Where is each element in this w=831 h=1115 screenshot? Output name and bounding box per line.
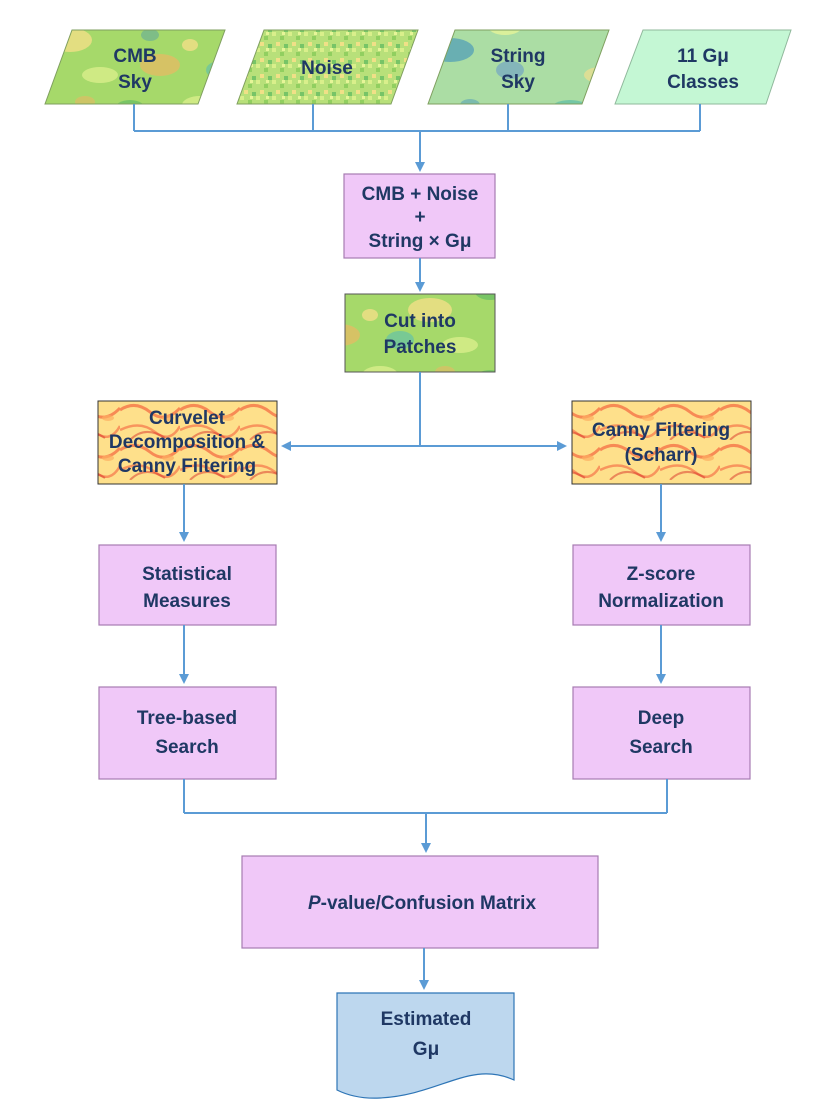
noise-shape <box>236 29 419 105</box>
pvalue-label: P-value/Confusion Matrix <box>308 893 536 914</box>
curvelet-line2: Decomposition & <box>109 432 266 453</box>
string-sky-line1: String <box>491 46 546 67</box>
process-pvalue: P-value/Confusion Matrix <box>241 855 599 949</box>
estimated-line1: Estimated <box>381 1009 472 1030</box>
connector-split <box>281 372 567 451</box>
process-curvelet: Curvelet Decomposition & Canny Filtering <box>97 400 278 485</box>
classes-line1: 11 Gμ <box>677 46 729 67</box>
cmb-sky-line2: Sky <box>118 72 152 93</box>
connector-inputs <box>133 104 701 172</box>
process-patches: Cut into Patches <box>344 293 496 373</box>
string-sky-line2: Sky <box>501 72 535 93</box>
canny-line1: Canny Filtering <box>592 420 730 441</box>
process-statistical: Statistical Measures <box>98 544 277 626</box>
combine-line3: String × Gμ <box>369 231 472 252</box>
process-tree: Tree-based Search <box>98 686 277 780</box>
deep-box <box>572 686 751 780</box>
process-canny: Canny Filtering (Scharr) <box>571 400 752 485</box>
combine-line1: CMB + Noise <box>362 184 479 205</box>
estimated-shape <box>336 992 515 1099</box>
input-noise: Noise <box>236 29 419 105</box>
classes-line2: Classes <box>667 72 739 93</box>
deep-line2: Search <box>629 737 692 758</box>
tree-line1: Tree-based <box>137 708 237 729</box>
statistical-line2: Measures <box>143 591 231 612</box>
statistical-box <box>98 544 277 626</box>
process-combine: CMB + Noise + String × Gμ <box>343 173 496 259</box>
canny-box <box>571 400 752 485</box>
patches-box <box>344 293 496 373</box>
classes-shape <box>614 29 792 105</box>
process-deep: Deep Search <box>572 686 751 780</box>
curvelet-box <box>97 400 278 485</box>
pvalue-box <box>241 855 599 949</box>
canny-line2: (Scharr) <box>625 445 698 466</box>
connector-merge <box>183 779 668 853</box>
pvalue-italic: P <box>308 893 321 914</box>
output-estimated: Estimated Gμ <box>336 992 515 1099</box>
input-cmb-sky: CMB Sky <box>44 29 226 105</box>
zscore-line1: Z-score <box>627 564 696 585</box>
deep-line1: Deep <box>638 708 684 729</box>
estimated-line2: Gμ <box>413 1039 439 1060</box>
combine-box <box>343 173 496 259</box>
zscore-line2: Normalization <box>598 591 724 612</box>
tree-box <box>98 686 277 780</box>
tree-line2: Search <box>155 737 218 758</box>
process-zscore: Z-score Normalization <box>572 544 751 626</box>
input-string-sky: String Sky <box>427 29 610 105</box>
cmb-sky-shape <box>44 29 226 105</box>
cmb-sky-line1: CMB <box>113 46 156 67</box>
zscore-box <box>572 544 751 626</box>
patches-line2: Patches <box>384 337 457 358</box>
curvelet-line3: Canny Filtering <box>118 456 256 477</box>
patches-line1: Cut into <box>384 311 456 332</box>
noise-line1: Noise <box>301 58 353 79</box>
string-sky-shape <box>427 29 610 105</box>
statistical-line1: Statistical <box>142 564 232 585</box>
input-classes: 11 Gμ Classes <box>614 29 792 105</box>
pvalue-rest: -value/Confusion Matrix <box>321 893 537 914</box>
curvelet-line1: Curvelet <box>149 408 226 429</box>
combine-line2: + <box>414 207 425 228</box>
